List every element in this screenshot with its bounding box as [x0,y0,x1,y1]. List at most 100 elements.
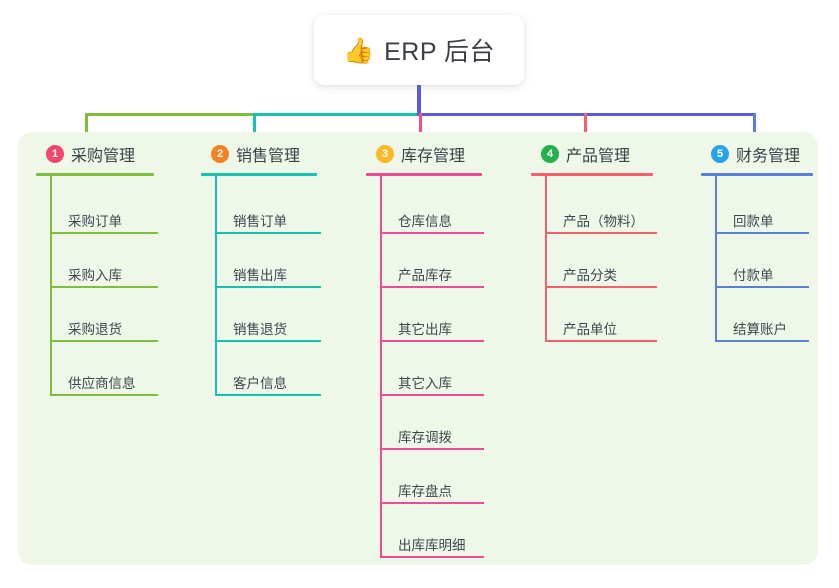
branch-column-3: 3 库存管理 仓库信息产品库存其它出库其它入库库存调拨库存盘点出库库明细 [366,140,516,558]
leaf-list-1: 采购订单采购入库采购退货供应商信息 [50,176,186,396]
leaf-item-label: 客户信息 [233,375,287,391]
leaf-item-label: 销售出库 [233,267,287,283]
leaf-item-label: 采购订单 [68,213,122,229]
leaf-item[interactable]: 回款单 [715,180,831,234]
leaf-item[interactable]: 库存调拨 [380,396,516,450]
leaf-item[interactable]: 销售订单 [215,180,351,234]
branch-badge-2: 2 [211,145,229,163]
leaf-item-label: 产品分类 [563,267,617,283]
branch-badge-4: 4 [541,145,559,163]
branch-underline-5 [701,173,813,176]
branch-underline-1 [36,173,154,176]
leaf-item-label: 出库库明细 [398,537,466,553]
leaf-item[interactable]: 供应商信息 [50,342,186,396]
leaf-item-underline [380,394,484,396]
leaf-item[interactable]: 付款单 [715,234,831,288]
branch-column-4: 4 产品管理 产品（物料） 产品分类产品单位 [531,140,691,342]
branch-column-1: 1 采购管理 采购订单采购入库采购退货供应商信息 [36,140,186,396]
leaf-list-3: 仓库信息产品库存其它出库其它入库库存调拨库存盘点出库库明细 [380,176,516,558]
thumbs-up-icon: 👍 [342,36,375,65]
leaf-item[interactable]: 产品单位 [545,288,691,342]
connector-hbar-segment-green [85,113,255,116]
leaf-item[interactable]: 客户信息 [215,342,351,396]
leaf-item[interactable]: 仓库信息 [380,180,516,234]
branch-header-2[interactable]: 2 销售管理 [201,140,351,168]
leaf-item-underline [545,232,657,234]
leaf-item-label: 库存调拨 [398,429,452,445]
connector-drop-5 [753,113,756,145]
leaf-item-label: 销售退货 [233,321,287,337]
connector-drop-4 [584,113,587,145]
leaf-item-underline [215,394,321,396]
branch-title-3: 库存管理 [401,148,466,165]
leaf-item-underline [380,502,484,504]
leaf-item[interactable]: 采购退货 [50,288,186,342]
branch-title-2: 销售管理 [236,148,301,165]
branch-column-2: 2 销售管理 销售订单销售出库销售退货客户信息 [201,140,351,396]
branch-underline-2 [201,173,317,176]
leaf-item-underline [50,394,158,396]
branch-badge-5: 5 [711,145,729,163]
leaf-item[interactable]: 采购订单 [50,180,186,234]
connector-drop-2 [253,113,256,145]
leaf-list-2: 销售订单销售出库销售退货客户信息 [215,176,351,396]
branch-underline-3 [366,173,482,176]
root-node-title: ERP 后台 [384,38,496,66]
branch-underline-4 [531,173,653,176]
branch-column-5: 5 财务管理 回款单付款单结算账户 [701,140,831,342]
leaf-item-label: 回款单 [733,213,774,229]
leaf-spine-5 [715,176,717,342]
connector-drop-3 [419,113,422,145]
leaf-item-label: 产品（物料） [563,213,644,229]
connector-hbar-segment-teal [253,113,419,116]
leaf-item-label: 产品库存 [398,267,452,283]
leaf-item[interactable]: 采购入库 [50,234,186,288]
leaf-item-label: 其它出库 [398,321,452,337]
leaf-item[interactable]: 出库库明细 [380,504,516,558]
leaf-item[interactable]: 产品库存 [380,234,516,288]
leaf-item-label: 销售订单 [233,213,287,229]
leaf-item-underline [715,340,809,342]
branch-title-1: 采购管理 [71,148,136,165]
leaf-list-4: 产品（物料） 产品分类产品单位 [545,176,691,342]
leaf-item[interactable]: 产品（物料） [545,180,691,234]
leaf-item-label: 采购入库 [68,267,122,283]
leaf-item-underline [380,448,484,450]
leaf-list-5: 回款单付款单结算账户 [715,176,831,342]
leaf-item-label: 库存盘点 [398,483,452,499]
leaf-item-label: 供应商信息 [68,375,136,391]
leaf-item-label: 付款单 [733,267,774,283]
leaf-item-underline [215,286,321,288]
leaf-item[interactable]: 销售退货 [215,288,351,342]
branch-badge-1: 1 [46,145,64,163]
branch-header-3[interactable]: 3 库存管理 [366,140,516,168]
leaf-item-underline [545,286,657,288]
leaf-item[interactable]: 其它入库 [380,342,516,396]
leaf-item[interactable]: 结算账户 [715,288,831,342]
leaf-item-label: 采购退货 [68,321,122,337]
leaf-item[interactable]: 库存盘点 [380,450,516,504]
leaf-item-label: 仓库信息 [398,213,452,229]
diagram-panel [18,132,818,565]
branch-title-4: 产品管理 [566,148,631,165]
branch-header-5[interactable]: 5 财务管理 [701,140,831,168]
leaf-spine-4 [545,176,547,342]
leaf-item-underline [215,340,321,342]
branch-title-5: 财务管理 [736,148,801,165]
leaf-item-label: 其它入库 [398,375,452,391]
leaf-item-underline [715,232,809,234]
leaf-item-underline [215,232,321,234]
leaf-item-label: 产品单位 [563,321,617,337]
leaf-item-label: 结算账户 [733,321,787,337]
root-node-card: 👍 ERP 后台 [314,15,524,85]
leaf-item[interactable]: 销售出库 [215,234,351,288]
branch-header-1[interactable]: 1 采购管理 [36,140,186,168]
branch-header-4[interactable]: 4 产品管理 [531,140,691,168]
leaf-item-underline [50,340,158,342]
connector-drop-1 [85,113,88,145]
leaf-item[interactable]: 产品分类 [545,234,691,288]
leaf-item-underline [50,286,158,288]
leaf-item-underline [380,232,484,234]
leaf-item-underline [380,556,484,558]
leaf-item[interactable]: 其它出库 [380,288,516,342]
